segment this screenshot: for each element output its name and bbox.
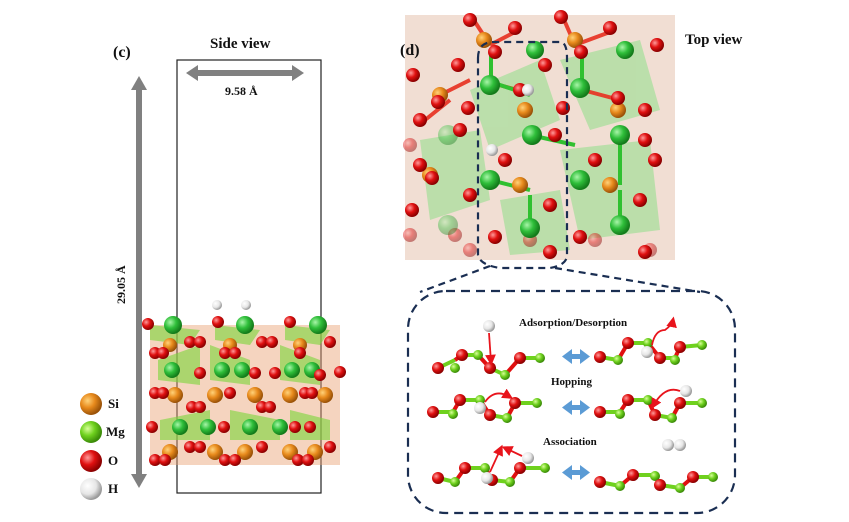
panel-d-label: (d) [400, 42, 420, 59]
top-view-crystal [403, 10, 675, 260]
reversible-arrows [562, 349, 590, 480]
mechanism-hopping-label: Hopping [551, 376, 592, 388]
h2-molecule-atom-2 [674, 439, 686, 451]
chain-association-initial [432, 444, 550, 487]
double-arrow-icon [562, 349, 590, 364]
legend-spheres [80, 393, 102, 500]
legend-h-label: H [108, 481, 119, 496]
h2-molecule-atom-1 [662, 439, 674, 451]
legend-o-label: O [108, 453, 119, 468]
mechanism-association-label: Association [543, 436, 597, 448]
panel-c-label: (c) [113, 44, 131, 61]
chain-hopping-initial [427, 388, 542, 423]
chain-adsorption-initial [432, 320, 545, 380]
height-dimension-arrow [131, 76, 147, 488]
selection-dashed-box [419, 40, 701, 294]
side-view-cell-box [176, 59, 322, 494]
chain-hopping-final [594, 385, 707, 423]
side-view-slab [142, 300, 346, 466]
width-dimension-arrow [186, 65, 304, 81]
double-arrow-icon [562, 465, 590, 480]
width-dimension-label: 9.58 Å [225, 84, 258, 98]
chain-adsorption-final [594, 316, 707, 365]
side-view-title: Side view [210, 36, 271, 52]
legend-si-label: Si [108, 396, 119, 411]
h-sphere-icon [80, 478, 102, 500]
si-sphere-icon [80, 393, 102, 415]
height-dimension-label: 29.05 Å [114, 265, 128, 304]
chain-association-final [594, 439, 718, 493]
mg-sphere-icon [80, 421, 102, 443]
double-arrow-icon [562, 400, 590, 415]
mechanism-adsorption-label: Adsorption/Desorption [519, 317, 628, 329]
legend-mg-label: Mg [106, 424, 125, 439]
o-sphere-icon [80, 450, 102, 472]
mechanism-dashed-frame [406, 289, 737, 515]
top-view-title: Top view [685, 32, 743, 48]
